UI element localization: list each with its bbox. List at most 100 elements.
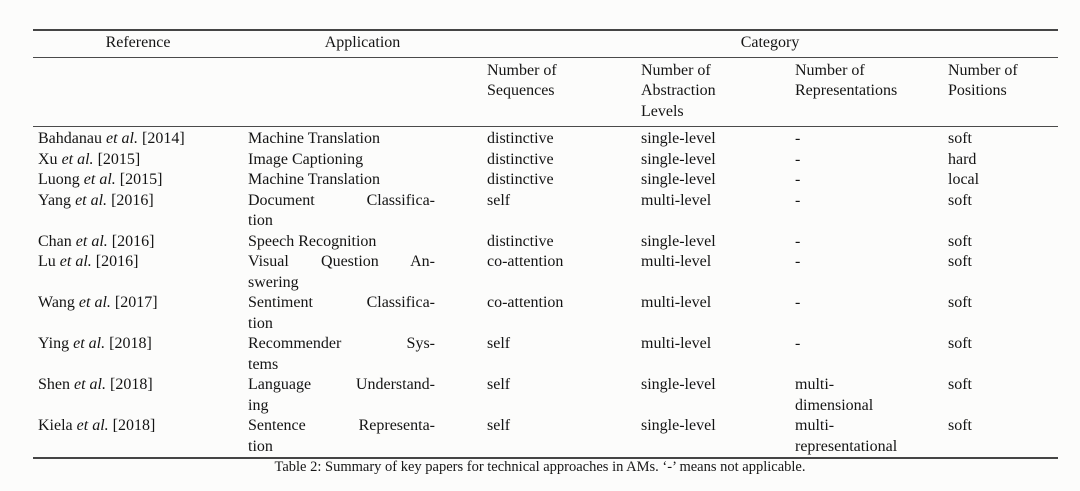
cell-reference: Bahdanau et al. [2014] xyxy=(33,127,243,150)
reference-author: Kiela xyxy=(38,417,73,434)
cell-num-abstraction-levels: single-level xyxy=(641,417,716,434)
cell-num-sequences: distinctive xyxy=(487,130,554,147)
table-header-row-sub: Number of Sequences Number of Abstractio… xyxy=(33,57,1059,127)
cell-reference: Chan et al. [2016] xyxy=(33,232,243,253)
reference-etal: et al. xyxy=(75,191,108,209)
cell-num-sequences: self xyxy=(487,335,511,352)
reference-cite: [2017] xyxy=(114,294,158,311)
table-row: Kiela et al. [2018] Sentence Representa-… xyxy=(33,416,1058,458)
reference-etal: et al. xyxy=(105,130,138,147)
cell-application: Sentence Representa- tion xyxy=(248,417,435,455)
reference-cite: [2015] xyxy=(97,150,141,168)
cell-num-representations: - xyxy=(795,294,801,311)
reference-etal: et al. xyxy=(73,335,106,352)
cell-num-abstraction-levels: single-level xyxy=(641,376,716,393)
column-header-application: Application xyxy=(324,34,401,51)
reference-etal: et al. xyxy=(74,376,106,393)
cell-num-positions: soft xyxy=(948,253,972,270)
cell-num-positions: soft xyxy=(948,376,972,393)
cell-reference: Luong et al. [2015] xyxy=(33,170,243,191)
table-row: Shen et al. [2018] Language Understand- … xyxy=(33,375,1058,416)
table-caption: Table 2: Summary of key papers for techn… xyxy=(274,459,806,475)
reference-author: Yang xyxy=(38,191,72,209)
cell-reference: Yang et al. [2016] xyxy=(33,191,243,232)
cell-num-representations: - xyxy=(795,253,801,270)
cell-application: Machine Translation xyxy=(248,130,380,147)
column-header-num-representations: Number of Representations xyxy=(795,61,898,100)
column-header-num-positions: Number of Positions xyxy=(948,61,1018,100)
cell-application: Image Captioning xyxy=(248,150,364,168)
reference-cite: [2018] xyxy=(110,376,153,393)
reference-author: Lu xyxy=(38,253,56,270)
column-header-empty-application xyxy=(243,57,482,127)
reference-author: Wang xyxy=(38,294,75,311)
cell-application: Sentiment Classifica- tion xyxy=(248,294,435,332)
table-row: Ying et al. [2018] Recommender Sys- tems… xyxy=(33,334,1058,375)
cell-num-positions: soft xyxy=(948,130,972,147)
cell-application: Language Understand- ing xyxy=(248,376,435,414)
cell-num-positions: local xyxy=(948,171,980,188)
table-row: Yang et al. [2016] Document Classifica- … xyxy=(33,191,1058,232)
cell-num-representations: - xyxy=(795,335,801,352)
cell-num-representations: - xyxy=(795,171,801,188)
cell-num-abstraction-levels: multi-level xyxy=(641,335,712,352)
cell-num-abstraction-levels: multi-level xyxy=(641,191,712,209)
reference-author: Ying xyxy=(38,335,70,352)
cell-num-abstraction-levels: single-level xyxy=(641,150,716,168)
cell-reference: Shen et al. [2018] xyxy=(33,375,243,416)
cell-application: Recommender Sys- tems xyxy=(248,335,435,373)
cell-application: Visual Question An- swering xyxy=(248,253,435,291)
reference-cite: [2018] xyxy=(112,417,156,434)
table-body: Bahdanau et al. [2014] Machine Translati… xyxy=(33,127,1058,459)
table-row: Bahdanau et al. [2014] Machine Translati… xyxy=(33,127,1058,150)
cell-num-abstraction-levels: single-level xyxy=(641,232,716,250)
column-header-num-sequences: Number of Sequences xyxy=(487,61,557,100)
reference-etal: et al. xyxy=(75,232,108,250)
cell-num-sequences: self xyxy=(487,417,511,434)
cell-application: Speech Recognition xyxy=(248,232,377,250)
reference-etal: et al. xyxy=(78,294,111,311)
cell-num-representations: - xyxy=(795,232,801,250)
cell-num-sequences: co-attention xyxy=(487,294,564,311)
cell-reference: Ying et al. [2018] xyxy=(33,334,243,375)
reference-etal: et al. xyxy=(76,417,109,434)
reference-author: Shen xyxy=(38,376,70,393)
cell-reference: Kiela et al. [2018] xyxy=(33,416,243,458)
reference-author: Chan xyxy=(38,232,72,250)
column-header-empty-reference xyxy=(33,57,243,127)
reference-etal: et al. xyxy=(59,253,92,270)
table-row: Xu et al. [2015] Image Captioning distin… xyxy=(33,150,1058,171)
cell-num-sequences: self xyxy=(487,191,511,209)
table-row: Chan et al. [2016] Speech Recognition di… xyxy=(33,232,1058,253)
cell-num-abstraction-levels: multi-level xyxy=(641,253,712,270)
reference-cite: [2016] xyxy=(111,232,155,250)
table-row: Luong et al. [2015] Machine Translation … xyxy=(33,170,1058,191)
cell-num-representations: multi- dimensional xyxy=(795,376,874,414)
cell-num-sequences: self xyxy=(487,376,511,393)
cell-num-positions: soft xyxy=(948,335,972,352)
reference-author: Luong xyxy=(38,171,80,188)
reference-cite: [2014] xyxy=(141,130,185,147)
column-header-reference: Reference xyxy=(105,34,171,51)
column-header-num-abstraction-levels: Number of Abstraction Levels xyxy=(641,61,716,120)
cell-num-positions: soft xyxy=(948,417,972,434)
cell-num-sequences: distinctive xyxy=(487,150,554,168)
reference-etal: et al. xyxy=(83,171,116,188)
cell-num-sequences: distinctive xyxy=(487,171,554,188)
reference-author: Bahdanau xyxy=(38,130,102,147)
cell-num-representations: - xyxy=(795,150,801,168)
reference-cite: [2015] xyxy=(119,171,163,188)
cell-application: Document Classifica- tion xyxy=(248,191,435,230)
reference-cite: [2016] xyxy=(111,191,154,209)
reference-author: Xu xyxy=(38,150,58,168)
table-row: Wang et al. [2017] Sentiment Classifica-… xyxy=(33,293,1058,334)
cell-reference: Wang et al. [2017] xyxy=(33,293,243,334)
cell-reference: Xu et al. [2015] xyxy=(33,150,243,171)
table-header-row-main: Reference Application Category xyxy=(33,30,1059,57)
cell-num-positions: soft xyxy=(948,232,972,250)
cell-num-representations: multi- representational xyxy=(795,417,898,455)
cell-num-abstraction-levels: single-level xyxy=(641,171,716,188)
cell-num-representations: - xyxy=(795,191,801,209)
paper-table: Reference Application Category Number of… xyxy=(33,29,1059,459)
